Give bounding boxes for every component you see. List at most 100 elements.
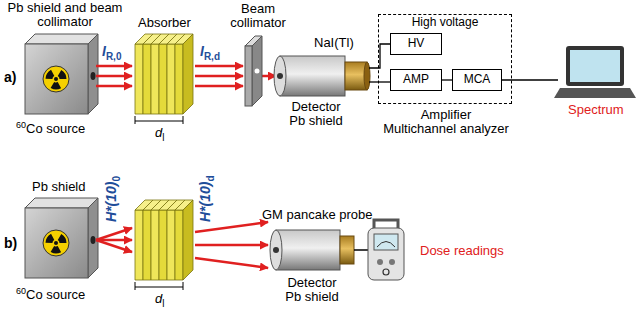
label-group: IR,0 bbox=[102, 44, 121, 64]
illustration-part bbox=[54, 77, 58, 81]
thickness-bracket bbox=[135, 116, 183, 290]
illustration-part bbox=[195, 258, 268, 268]
illustration-part bbox=[25, 44, 88, 114]
absorber-slice bbox=[135, 210, 143, 280]
absorber-slice bbox=[167, 210, 175, 280]
label-group: Dose readings bbox=[420, 244, 504, 258]
absorber-stack bbox=[135, 34, 193, 280]
illustration-part bbox=[570, 50, 620, 82]
label-text: Multichannel analyzer bbox=[376, 122, 516, 136]
illustration-part bbox=[276, 230, 340, 270]
illustration-part bbox=[25, 208, 88, 278]
node-text: AMP bbox=[391, 72, 441, 86]
label-text: b) bbox=[4, 235, 17, 251]
nai-detector bbox=[274, 56, 370, 96]
illustration-part bbox=[43, 230, 69, 256]
illustration-part bbox=[91, 236, 96, 244]
illustration-part bbox=[46, 69, 65, 88]
illustration-part bbox=[195, 222, 268, 232]
illustration-part bbox=[43, 66, 69, 92]
illustration-part bbox=[96, 65, 132, 68]
label-group: Pb shield and beam collimator bbox=[2, 1, 128, 29]
illustration-part bbox=[96, 85, 132, 88]
label-group: IR,d bbox=[200, 44, 220, 64]
survey-meter bbox=[368, 220, 404, 280]
hv-box: HV bbox=[390, 33, 442, 55]
label-text: a) bbox=[4, 69, 16, 85]
label-text: NaI(Tl) bbox=[314, 35, 354, 50]
illustration-part bbox=[368, 228, 404, 280]
illustration-part bbox=[88, 198, 98, 278]
illustration-part bbox=[245, 46, 252, 106]
illustration-part bbox=[340, 236, 354, 264]
label-group: GM pancake probe bbox=[262, 208, 373, 222]
label-group: 60Co source bbox=[16, 118, 85, 136]
absorber-slice bbox=[159, 44, 167, 114]
illustration-part bbox=[277, 73, 283, 79]
illustration-part bbox=[135, 116, 183, 124]
illustration-part bbox=[566, 46, 624, 86]
label-group: DetectorPb shield bbox=[276, 100, 356, 128]
absorber-slice bbox=[143, 210, 151, 280]
label-text: Co source bbox=[26, 121, 85, 136]
illustration-part bbox=[369, 44, 390, 68]
label-text: Pb shield bbox=[272, 290, 352, 304]
label-text: Co source bbox=[26, 287, 85, 302]
illustration-part bbox=[25, 34, 98, 44]
label-text: Amplifier bbox=[376, 108, 516, 122]
illustration-part bbox=[54, 241, 58, 245]
illustration-part bbox=[383, 269, 389, 275]
illustration-part bbox=[25, 198, 98, 208]
absorber-slice bbox=[175, 44, 183, 114]
illustration-part bbox=[88, 34, 98, 114]
absorber-slice bbox=[183, 200, 193, 280]
illustration-part bbox=[96, 240, 132, 252]
label-text: Detector bbox=[272, 276, 352, 290]
mca-box: MCA bbox=[452, 69, 502, 91]
illustration-part bbox=[135, 282, 183, 290]
superscript: 60 bbox=[16, 286, 26, 296]
illustration-part bbox=[383, 269, 389, 275]
subscript: R,0 bbox=[106, 51, 122, 62]
illustration-part bbox=[389, 259, 395, 265]
subscript: l bbox=[162, 298, 164, 309]
absorber-slice bbox=[183, 34, 193, 114]
label-group: Absorber bbox=[138, 16, 191, 30]
label-text: Pb shield bbox=[32, 179, 85, 194]
label-text: GM pancake probe bbox=[262, 207, 373, 222]
superscript: 60 bbox=[16, 120, 26, 130]
amp-box: AMP bbox=[390, 69, 442, 91]
label-group: DetectorPb shield bbox=[272, 276, 352, 304]
label-group: AmplifierMultichannel analyzer bbox=[376, 108, 516, 136]
subscript: R,d bbox=[204, 51, 220, 62]
label-group: dl bbox=[155, 126, 164, 145]
illustration-part bbox=[377, 242, 395, 248]
source-shield bbox=[25, 34, 98, 114]
illustration-part bbox=[270, 230, 282, 270]
label-group: Spectrum bbox=[568, 103, 624, 117]
label-text: Pb shield and beam collimator bbox=[8, 0, 123, 29]
illustration-part bbox=[91, 72, 96, 80]
label-group: H*(10)0 bbox=[104, 176, 124, 222]
label-text: H*(10) bbox=[103, 182, 119, 222]
subscript: 0 bbox=[111, 176, 122, 182]
instrument-group: High voltageHV AMP MCA bbox=[378, 14, 512, 104]
label-group: NaI(Tl) bbox=[314, 36, 354, 50]
label-text: Absorber bbox=[138, 15, 191, 30]
illustration-part bbox=[46, 233, 65, 252]
node-text: HV bbox=[391, 36, 441, 50]
gm-probe bbox=[270, 230, 368, 270]
node-text: High voltage bbox=[379, 15, 511, 29]
absorber-slice bbox=[159, 210, 167, 280]
label-text: Dose readings bbox=[420, 243, 504, 258]
label-group: dl bbox=[155, 292, 164, 311]
label-text: I bbox=[200, 43, 204, 59]
absorber-slice bbox=[167, 44, 175, 114]
label-text: Detector bbox=[276, 100, 356, 114]
illustration-part bbox=[273, 247, 279, 253]
label-text: d bbox=[155, 291, 162, 306]
illustration-part bbox=[274, 56, 286, 96]
illustration-part bbox=[195, 75, 243, 78]
absorber-slice bbox=[135, 44, 143, 114]
